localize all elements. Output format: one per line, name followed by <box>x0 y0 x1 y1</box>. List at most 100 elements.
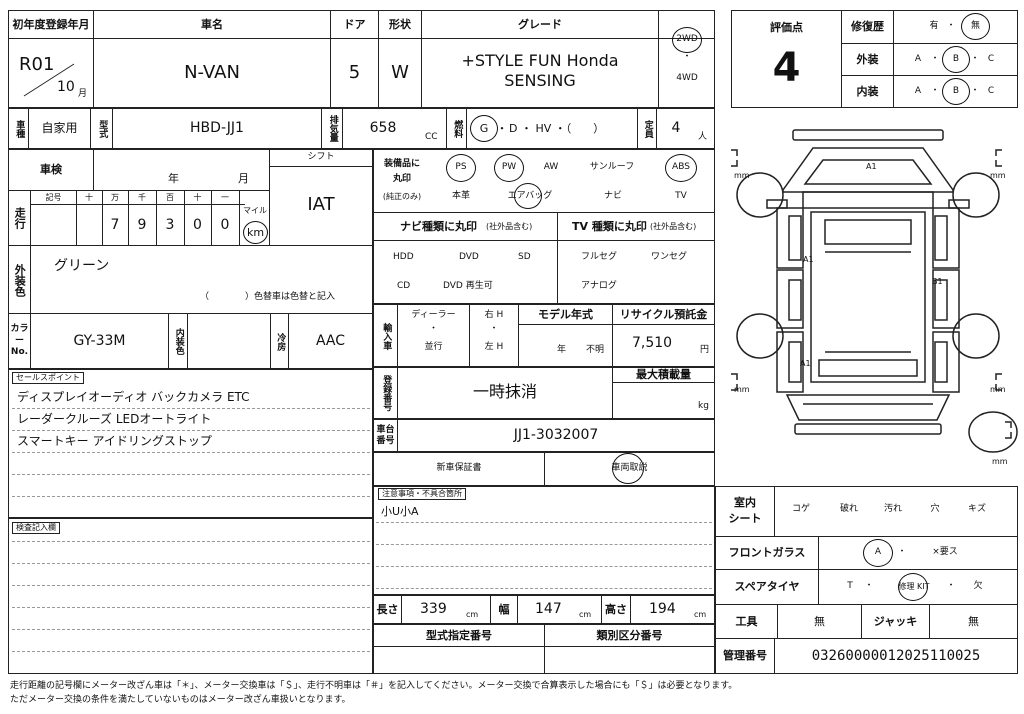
int-c: C <box>987 85 995 96</box>
jack-label: ジャッキ <box>873 614 918 628</box>
diagram-mm-tl: mm <box>734 171 750 180</box>
recycle-yen: 円 <box>700 345 710 355</box>
fuel-dot: ・ <box>496 121 508 135</box>
cabin-frame <box>715 486 1018 674</box>
spare-dot-2: ・ <box>946 581 956 592</box>
diagram-mm-bl: mm <box>734 385 750 394</box>
seat-opt-tear: 破れ <box>839 504 858 515</box>
chassis-value: JJ1-3032007 <box>513 426 599 443</box>
height-unit: cm <box>694 610 707 619</box>
fuel-rest: D ・ HV ・（ ） <box>509 122 605 135</box>
import-rh: 右 H <box>484 310 504 321</box>
score: 4 <box>772 45 801 91</box>
unit-km-circle <box>243 221 268 244</box>
drive-dot: ・ <box>682 52 692 63</box>
equip-tv: TV <box>675 191 687 202</box>
unit-km: km <box>246 225 265 239</box>
seat-opt-stain: 汚れ <box>883 504 902 515</box>
repair-no-circle <box>961 13 990 40</box>
tv-fullseg: フルセグ <box>581 252 618 262</box>
docs-warranty: 新車保証書 <box>436 462 482 473</box>
length-label: 長さ <box>376 602 399 616</box>
max-load-label: 最大積載量 <box>636 367 691 381</box>
tools-label: 工具 <box>735 614 758 628</box>
eval-frame <box>731 10 1018 108</box>
equipment-label-1: 装備品に <box>383 159 420 170</box>
diagram-mm-br: mm <box>990 385 1006 394</box>
ext-b: B <box>952 53 960 64</box>
navi-dvd-play: DVD 再生可 <box>443 281 493 291</box>
length: 339 <box>420 601 447 617</box>
first-reg-era: R01 <box>19 54 55 75</box>
glass-label: フロントガラス <box>728 546 806 560</box>
glass-replace: ×要ス <box>932 547 958 558</box>
car-name: N-VAN <box>184 61 240 83</box>
equip-abs-circle <box>665 154 697 182</box>
docs-manual-circle <box>612 453 644 484</box>
ext-a: A <box>914 53 922 64</box>
drive-4wd: 4WD <box>676 73 698 84</box>
model-year-year: 年 <box>557 345 567 355</box>
equip-abs: ABS <box>672 162 690 173</box>
width-unit: cm <box>579 610 592 619</box>
mgmt-number: 0326000001202511002​5 <box>811 647 981 664</box>
inspect-note-label: 検査記入欄 <box>12 522 60 534</box>
tools: 無 <box>814 614 825 628</box>
capacity-unit: 人 <box>698 132 708 142</box>
equip-pw-circle <box>494 154 524 182</box>
footer-line-1: 走行距離の記号欄にメーター改ざん車は「＊」、メーター交換車は「＄」、走行不明車は… <box>10 681 738 691</box>
tv-sub: (社外品含む) <box>650 222 697 231</box>
digit-label: 万 <box>111 192 119 202</box>
fuel-g: G <box>479 121 489 135</box>
digit-label: 十 <box>193 192 202 202</box>
disp-unit: CC <box>425 132 438 142</box>
displacement: 658 <box>369 119 397 136</box>
navi-sd: SD <box>518 252 531 262</box>
equip-airbag-circle <box>514 183 542 209</box>
ac-label: 冷房 <box>275 332 286 351</box>
ext-c: C <box>987 53 995 64</box>
door-label: ドア <box>343 17 366 31</box>
spare-t: T <box>847 581 853 592</box>
mgmt-label: 管理番号 <box>723 649 767 663</box>
import-lh: 左 H <box>484 342 504 353</box>
grade-line1: +STYLE FUN Honda <box>461 50 619 70</box>
mileage-digit: 9 <box>137 216 147 233</box>
width: 147 <box>535 601 562 617</box>
chassis-label: 車台番号 <box>376 424 395 446</box>
seat-label-1: 室内 <box>734 496 756 510</box>
digit-label: 百 <box>166 192 174 202</box>
digit-label: 千 <box>138 192 146 202</box>
fuel-label: 燃料 <box>452 119 463 138</box>
repair-label: 修復歴 <box>851 20 884 34</box>
drive-2wd-circle <box>672 27 702 53</box>
seat-opt-scratch: キズ <box>967 504 986 515</box>
equipment-label-2: 丸印 <box>392 174 411 185</box>
grade-line2: SENSING <box>504 70 576 90</box>
glass-dot: ・ <box>897 547 907 558</box>
notes-label: 注意事項・不具合箇所 <box>378 488 466 500</box>
diagram-label-b1-right: B1 <box>932 277 943 286</box>
sales-line-1: ディスプレイオーディオ バックカメラ ETC <box>17 390 250 404</box>
color-label: 外装色 <box>13 263 27 297</box>
height-label: 高さ <box>605 602 627 616</box>
equip-aw: AW <box>543 162 559 173</box>
docs-manual: 車両取説 <box>611 462 648 473</box>
drive-2wd: 2WD <box>676 34 698 45</box>
diagram-label-a1-lower: A1 <box>800 359 811 368</box>
inspection-month: 月 <box>238 172 249 185</box>
equip-airbag: エアバッグ <box>507 191 553 202</box>
interior-label: 内装 <box>856 84 879 98</box>
model-year-unknown: 不明 <box>586 345 605 355</box>
ext-sep-1: ・ <box>930 53 940 64</box>
shift: IAT <box>307 193 335 215</box>
tv-analog: アナログ <box>581 281 617 291</box>
color-value: グリーン <box>54 258 110 274</box>
mileage-digit: 0 <box>220 216 230 233</box>
spare-kit-circle <box>898 573 928 601</box>
jack: 無 <box>968 614 979 628</box>
sales-line-3: スマートキー アイドリングストップ <box>17 434 212 448</box>
color-code-label: カラーNo. <box>10 323 29 358</box>
equipment-label-3: (純正のみ) <box>382 191 422 201</box>
mileage-digit: 3 <box>165 216 175 233</box>
